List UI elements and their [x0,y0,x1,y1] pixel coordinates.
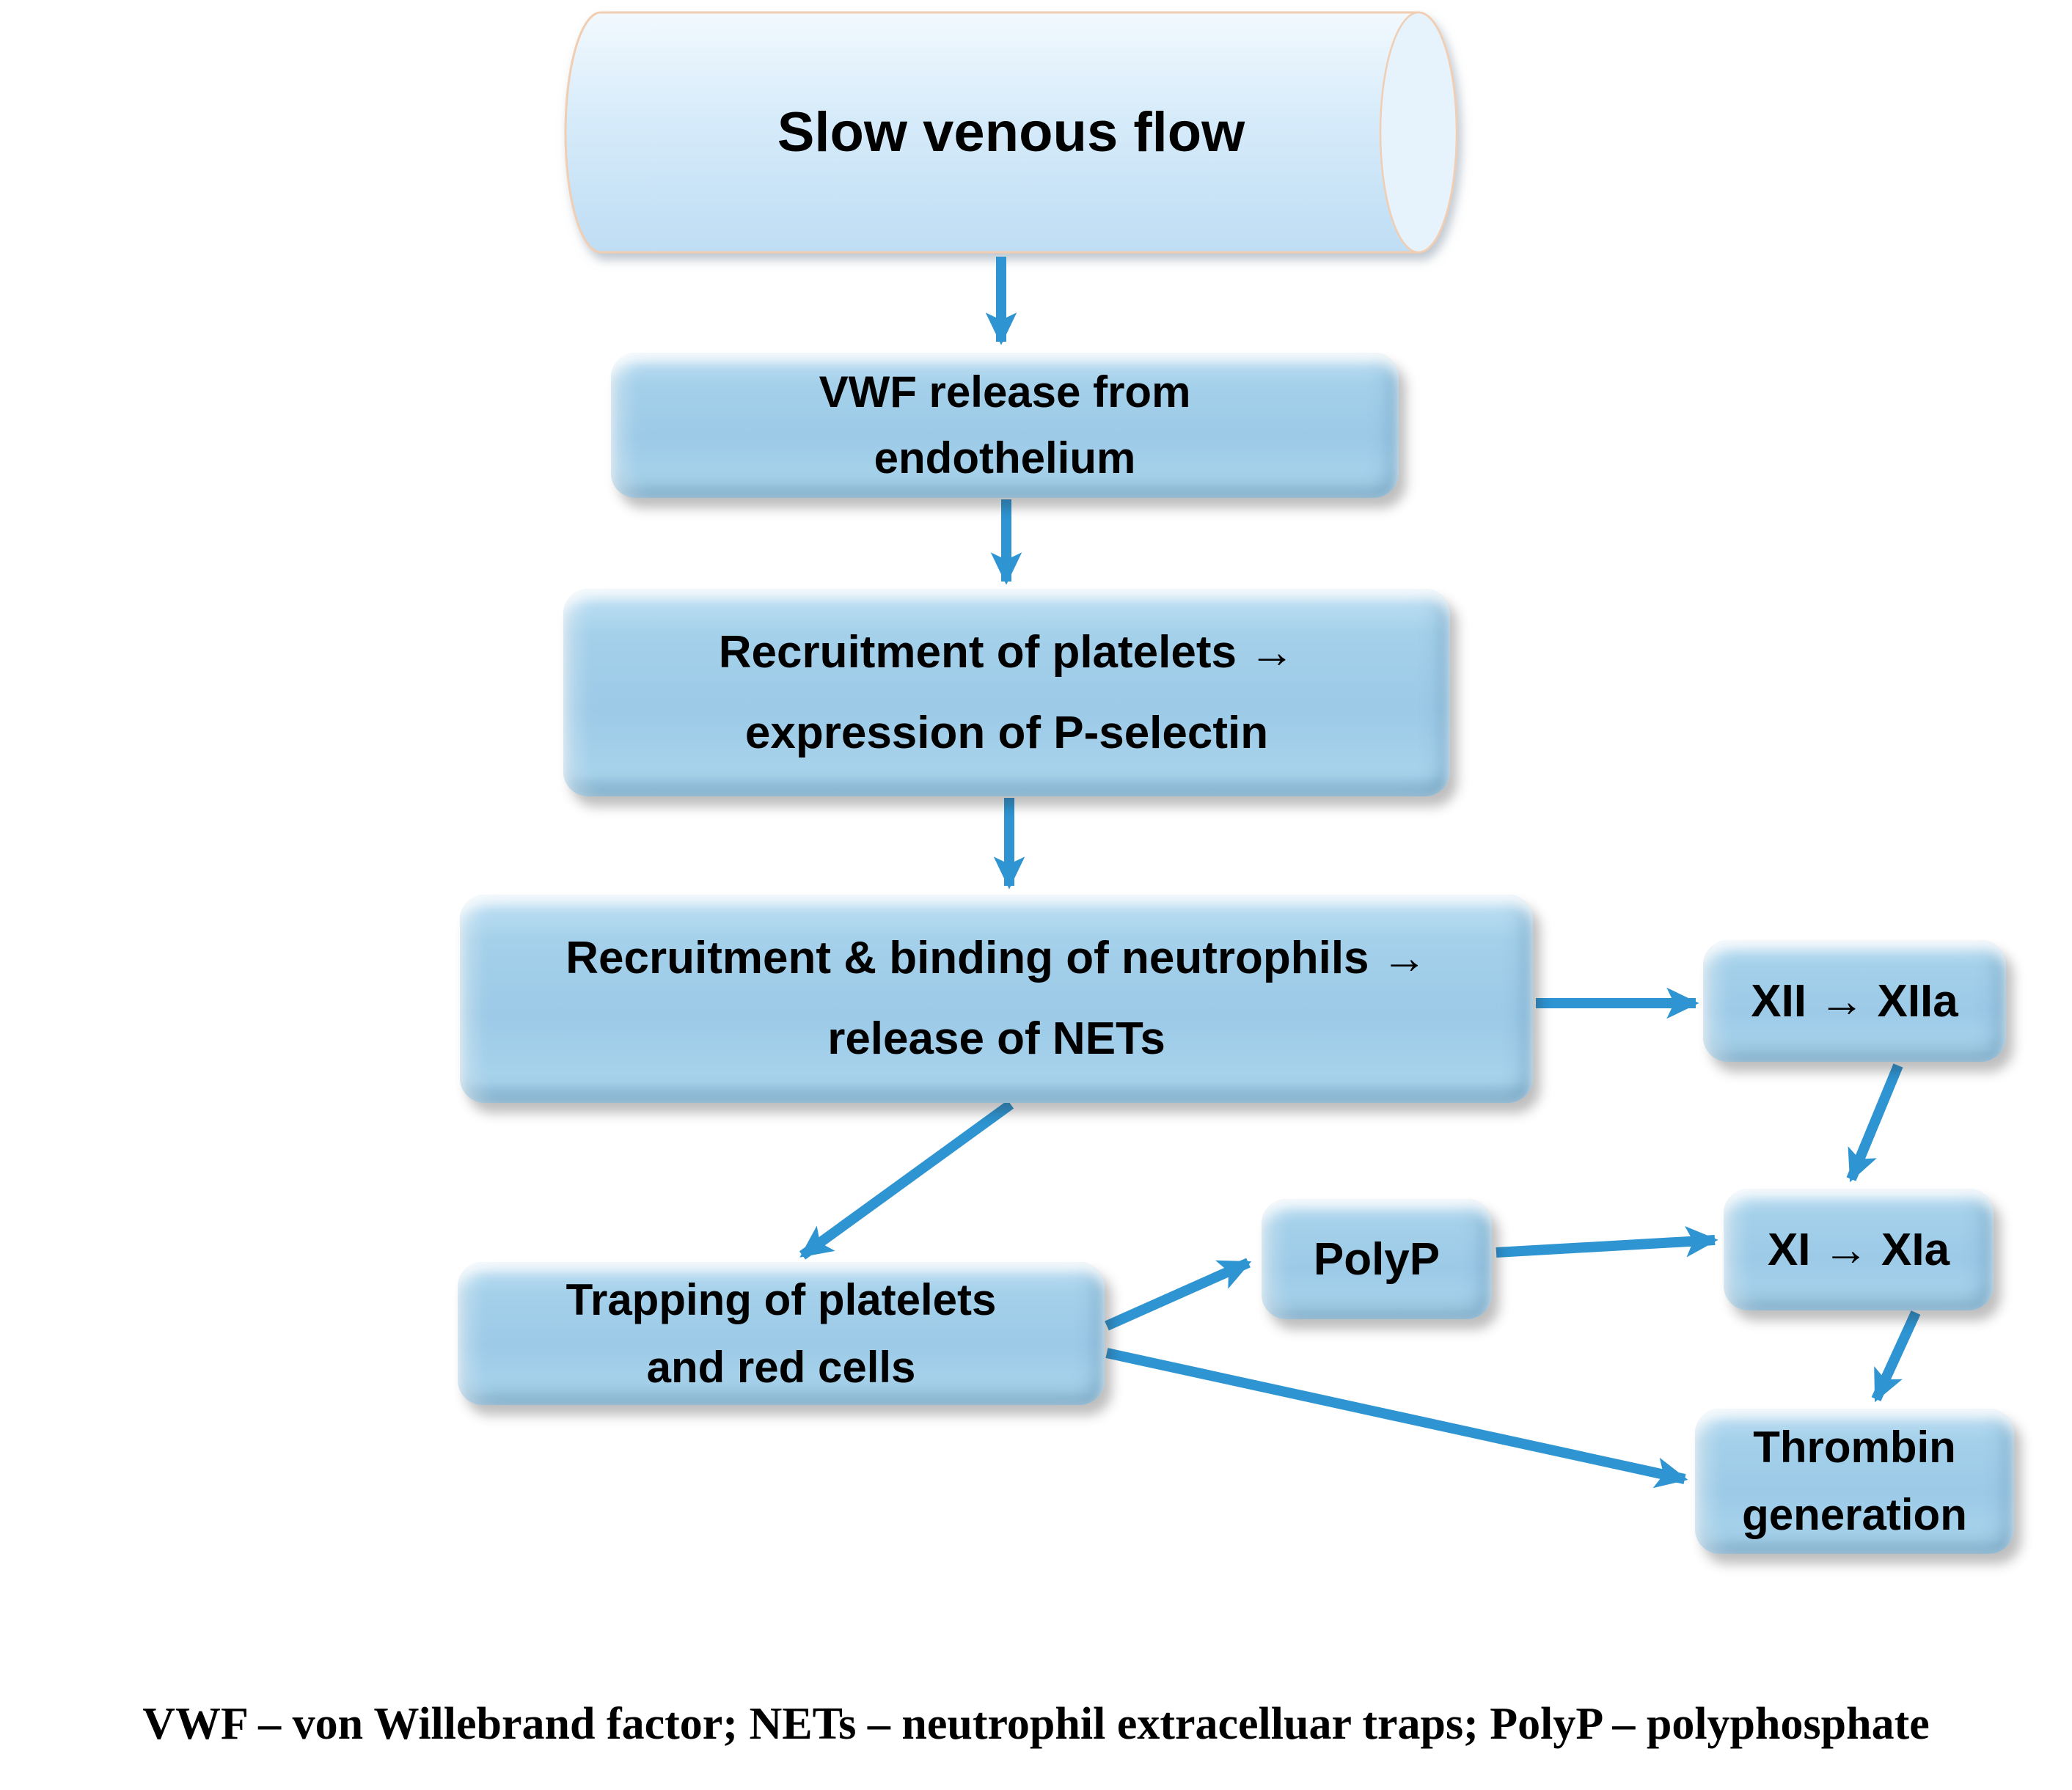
arrow-xi-to-thrombin [1871,1310,1921,1403]
arrow-xii-to-xi [1846,1063,1903,1183]
node-label-line: Recruitment of platelets → [718,626,1295,678]
node-label: Slow venous flow [777,101,1245,164]
node-label: XII → XIIa [1751,975,1958,1027]
node-xi-to-xia: XI → XIa [1724,1189,1994,1310]
node-trapping-platelets: Trapping of platelets and red cells [458,1262,1105,1405]
node-label-line: release of NETs [827,1013,1165,1064]
node-label-line: and red cells [646,1342,916,1392]
arrow-polyp-to-xi [1496,1226,1718,1258]
node-xii-to-xiia: XII → XIIa [1703,940,2006,1062]
cylinder-end-cap [1379,11,1458,254]
node-label-line: VWF release from [819,367,1191,417]
node-label-line: Thrombin [1753,1423,1956,1472]
arrow-trapping-to-thrombin [1105,1348,1688,1489]
arrow-trapping-to-polyp [1105,1258,1252,1331]
node-recruitment-neutrophils: Recruitment & binding of neutrophils → r… [460,895,1533,1103]
node-label-line: Trapping of platelets [565,1274,997,1324]
node-polyp: PolyP [1262,1199,1492,1319]
node-label: XI → XIa [1767,1224,1950,1275]
abbreviation-caption: VWF – von Willebrand factor; NETs – neut… [142,1699,1930,1749]
node-label-line: generation [1742,1490,1967,1539]
node-label-line: endothelium [874,433,1136,483]
node-label: PolyP [1313,1233,1440,1285]
arrow-neutrophils-to-trapping [799,1100,1014,1260]
node-recruitment-platelets: Recruitment of platelets → expression of… [563,589,1450,796]
node-label-line: expression of P-selectin [744,707,1269,758]
node-vwf-release: VWF release from endothelium [611,353,1399,498]
node-slow-venous-flow: Slow venous flow [565,12,1457,252]
node-label-line: Recruitment & binding of neutrophils → [565,933,1427,983]
node-thrombin-generation: Thrombin generation [1695,1409,2014,1554]
